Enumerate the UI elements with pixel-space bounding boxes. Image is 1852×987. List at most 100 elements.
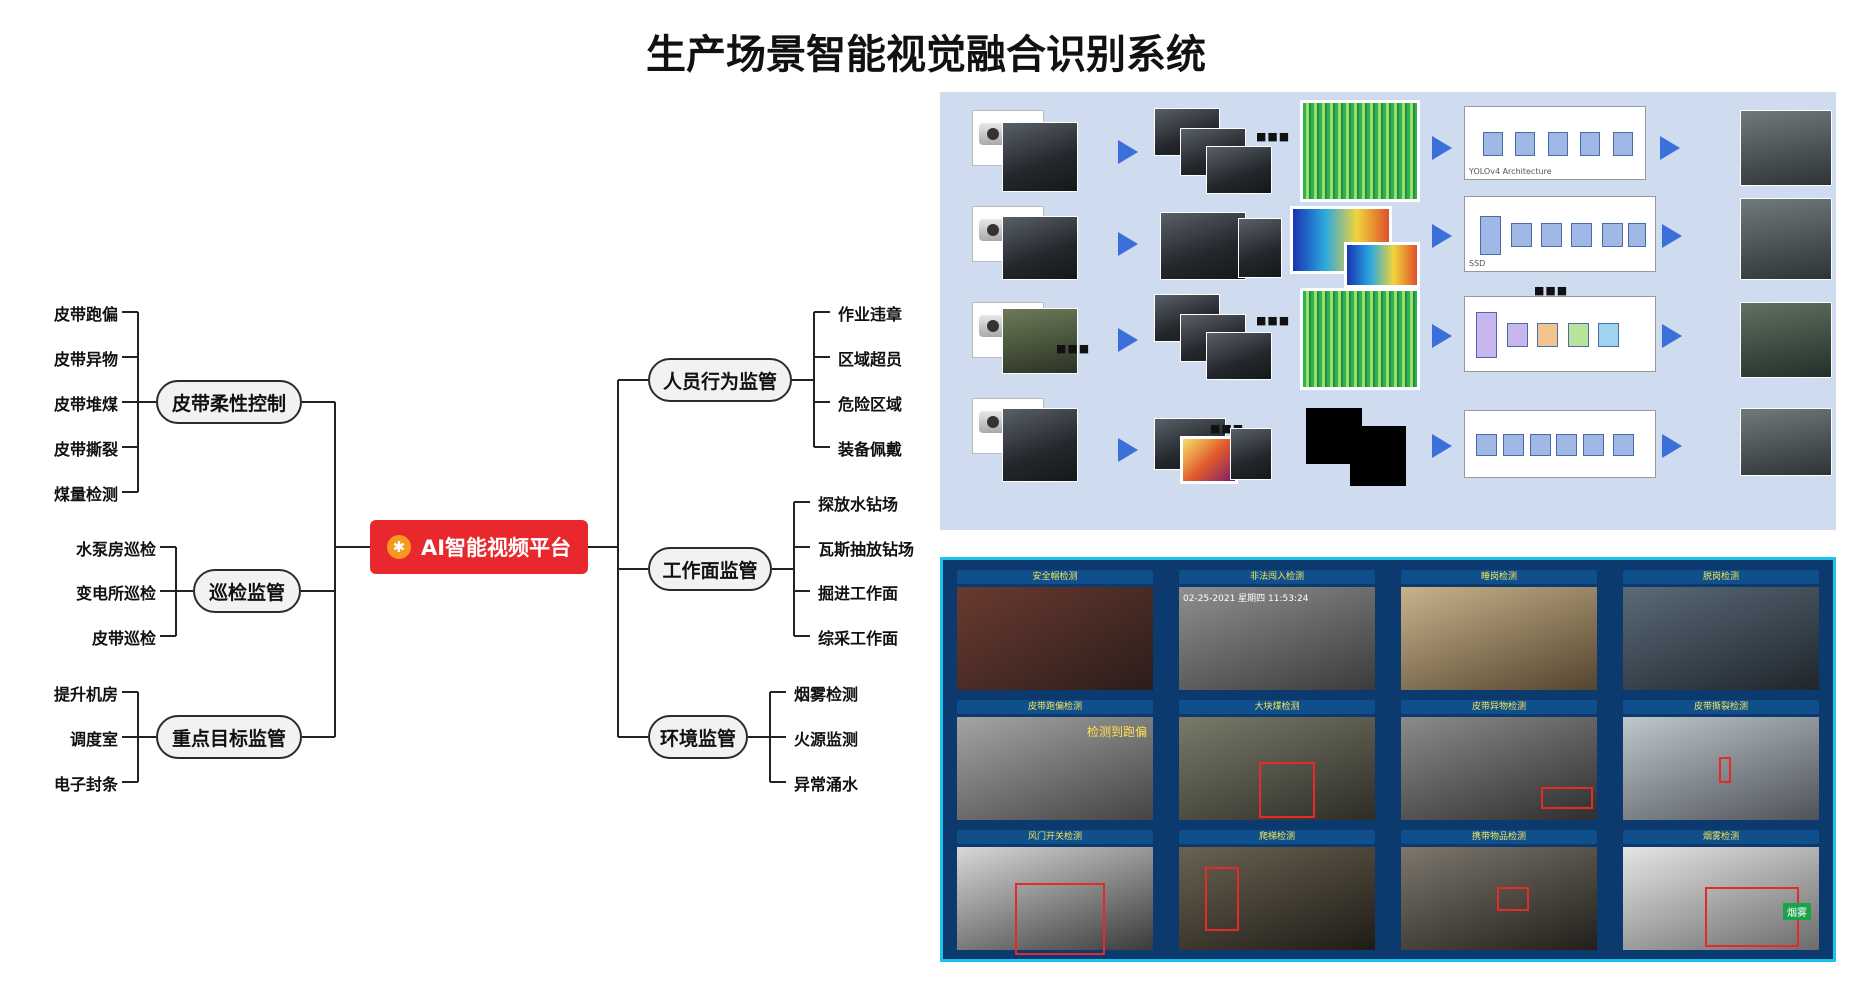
detection-box bbox=[1015, 883, 1105, 955]
leaf-right-1-1[interactable]: 作业违章 bbox=[838, 305, 903, 324]
video-cell[interactable]: 大块煤检测 bbox=[1179, 700, 1375, 820]
leaf-left-1-4[interactable]: 皮带撕裂 bbox=[53, 440, 118, 459]
leaf-right-1-4[interactable]: 装备佩戴 bbox=[838, 440, 903, 459]
video-cell-caption: 皮带跑偏检测 bbox=[957, 700, 1153, 714]
alert-text: 检测到跑偏 bbox=[1086, 725, 1147, 739]
mine-video-frame bbox=[1002, 408, 1078, 482]
arrow-right-icon bbox=[1118, 438, 1138, 462]
video-cell[interactable]: 皮带跑偏检测检测到跑偏 bbox=[957, 700, 1153, 820]
video-cell-caption: 爬梯检测 bbox=[1179, 830, 1375, 844]
leaf-left-1-5[interactable]: 煤量检测 bbox=[53, 485, 118, 504]
gear-icon: ✱ bbox=[386, 535, 411, 559]
branch-node-right-3[interactable]: 环境监管 bbox=[648, 715, 748, 759]
video-cell[interactable]: 爬梯检测 bbox=[1179, 830, 1375, 950]
detection-box bbox=[1497, 887, 1529, 911]
video-cell-caption: 脱岗检测 bbox=[1623, 570, 1819, 584]
video-cell-caption: 皮带撕裂检测 bbox=[1623, 700, 1819, 714]
mine-video-frame bbox=[1002, 122, 1078, 192]
detection-box bbox=[1259, 762, 1315, 818]
video-frame bbox=[1401, 847, 1597, 950]
leaf-left-2-3[interactable]: 皮带巡检 bbox=[91, 629, 156, 648]
video-cell[interactable]: 携带物品检测 bbox=[1401, 830, 1597, 950]
pipeline-row-4: ■■■ bbox=[940, 388, 1836, 486]
mine-video-frame bbox=[1002, 216, 1078, 280]
arrow-right-icon bbox=[1432, 324, 1452, 348]
video-cell[interactable]: 脱岗检测 bbox=[1623, 570, 1819, 690]
video-timestamp: 02-25-2021 星期四 11:53:24 bbox=[1183, 594, 1309, 604]
video-frame: 烟雾 bbox=[1623, 847, 1819, 950]
video-cell[interactable]: 皮带撕裂检测 bbox=[1623, 700, 1819, 820]
video-cell-caption: 非法闯入检测 bbox=[1179, 570, 1375, 584]
arrow-right-icon bbox=[1662, 434, 1682, 458]
leaf-right-2-4[interactable]: 综采工作面 bbox=[818, 629, 899, 648]
center-node[interactable]: ✱ AI智能视频平台 bbox=[370, 520, 588, 574]
arrow-right-icon bbox=[1432, 434, 1452, 458]
algorithm-pipeline-panel: ■■■ YOLOv4 Architecture SSD ■■■ bbox=[940, 92, 1836, 530]
arrow-right-icon bbox=[1662, 224, 1682, 248]
leaf-right-3-3[interactable]: 异常涌水 bbox=[794, 775, 859, 794]
video-frame bbox=[957, 847, 1153, 955]
network-architecture-diagram: SSD bbox=[1464, 196, 1656, 272]
video-frame: 02-25-2021 星期四 11:53:24 bbox=[1179, 587, 1375, 690]
arrow-right-icon bbox=[1432, 136, 1452, 160]
video-cell-caption: 大块煤检测 bbox=[1179, 700, 1375, 714]
leaf-right-2-2[interactable]: 瓦斯抽放钻场 bbox=[818, 540, 915, 559]
video-cell[interactable]: 烟雾检测烟雾 bbox=[1623, 830, 1819, 950]
network-architecture-diagram bbox=[1464, 296, 1656, 372]
leaf-left-3-2[interactable]: 调度室 bbox=[69, 730, 118, 749]
leaf-left-1-3[interactable]: 皮带堆煤 bbox=[53, 395, 118, 414]
frame-image bbox=[1206, 146, 1272, 194]
feature-spectrogram bbox=[1300, 288, 1420, 390]
video-cell[interactable]: 安全帽检测 bbox=[957, 570, 1153, 690]
leaf-left-2-2[interactable]: 变电所巡检 bbox=[75, 584, 156, 603]
frame-image bbox=[1206, 332, 1272, 380]
frame-image bbox=[1160, 212, 1246, 280]
video-cell-caption: 风门开关检测 bbox=[957, 830, 1153, 844]
feature-spectrogram bbox=[1300, 100, 1420, 202]
arrow-right-icon bbox=[1432, 224, 1452, 248]
video-cell-caption: 携带物品检测 bbox=[1401, 830, 1597, 844]
branch-node-left-1[interactable]: 皮带柔性控制 bbox=[156, 380, 302, 424]
leaf-right-3-1[interactable]: 烟雾检测 bbox=[794, 685, 859, 704]
detection-box bbox=[1719, 757, 1731, 783]
pipeline-row-1: ■■■ YOLOv4 Architecture bbox=[940, 100, 1836, 202]
alert-badge: 烟雾 bbox=[1783, 903, 1811, 920]
video-cell[interactable]: 非法闯入检测 02-25-2021 星期四 11:53:24 bbox=[1179, 570, 1375, 690]
detection-result-image bbox=[1740, 408, 1832, 476]
detection-box bbox=[1541, 787, 1593, 809]
detection-box bbox=[1205, 867, 1239, 931]
video-cell-caption: 烟雾检测 bbox=[1623, 830, 1819, 844]
video-cell-caption: 安全帽检测 bbox=[957, 570, 1153, 584]
leaf-left-2-1[interactable]: 水泵房巡检 bbox=[75, 540, 156, 559]
branch-node-right-1[interactable]: 人员行为监管 bbox=[648, 358, 792, 402]
leaf-left-3-1[interactable]: 提升机房 bbox=[53, 685, 118, 704]
video-frame: 检测到跑偏 bbox=[957, 717, 1153, 820]
branch-node-left-2[interactable]: 巡检监管 bbox=[193, 569, 301, 613]
video-frame bbox=[1179, 847, 1375, 950]
detection-result-image bbox=[1740, 198, 1832, 280]
leaf-right-2-3[interactable]: 掘进工作面 bbox=[818, 584, 899, 603]
leaf-left-1-2[interactable]: 皮带异物 bbox=[53, 350, 118, 369]
video-cell[interactable]: 皮带异物检测 bbox=[1401, 700, 1597, 820]
video-cell[interactable]: 睡岗检测 bbox=[1401, 570, 1597, 690]
branch-node-left-3[interactable]: 重点目标监管 bbox=[156, 715, 302, 759]
video-cell[interactable]: 风门开关检测 bbox=[957, 830, 1153, 955]
network-architecture-diagram bbox=[1464, 410, 1656, 478]
pipeline-row-3: ■■■ ■■■ ■■■ bbox=[940, 284, 1836, 390]
detection-result-image bbox=[1740, 110, 1832, 186]
video-frame bbox=[1623, 717, 1819, 820]
leaf-right-2-1[interactable]: 探放水钻场 bbox=[818, 495, 899, 514]
branch-node-right-2[interactable]: 工作面监管 bbox=[648, 547, 772, 591]
leaf-right-1-3[interactable]: 危险区域 bbox=[838, 395, 903, 414]
frame-image bbox=[1238, 218, 1282, 278]
frame-image bbox=[1230, 428, 1272, 480]
leaf-right-3-2[interactable]: 火源监测 bbox=[794, 730, 859, 749]
feature-heatmap bbox=[1344, 242, 1420, 288]
video-frame bbox=[1401, 717, 1597, 820]
video-frame bbox=[1623, 587, 1819, 690]
detection-video-grid: 安全帽检测 非法闯入检测 02-25-2021 星期四 11:53:24 睡岗检测 脱岗… bbox=[940, 557, 1836, 962]
leaf-left-1-1[interactable]: 皮带跑偏 bbox=[53, 305, 118, 324]
leaf-left-3-3[interactable]: 电子封条 bbox=[53, 775, 118, 794]
leaf-right-1-2[interactable]: 区域超员 bbox=[838, 350, 903, 369]
ellipsis: ■■■ bbox=[1534, 284, 1569, 297]
